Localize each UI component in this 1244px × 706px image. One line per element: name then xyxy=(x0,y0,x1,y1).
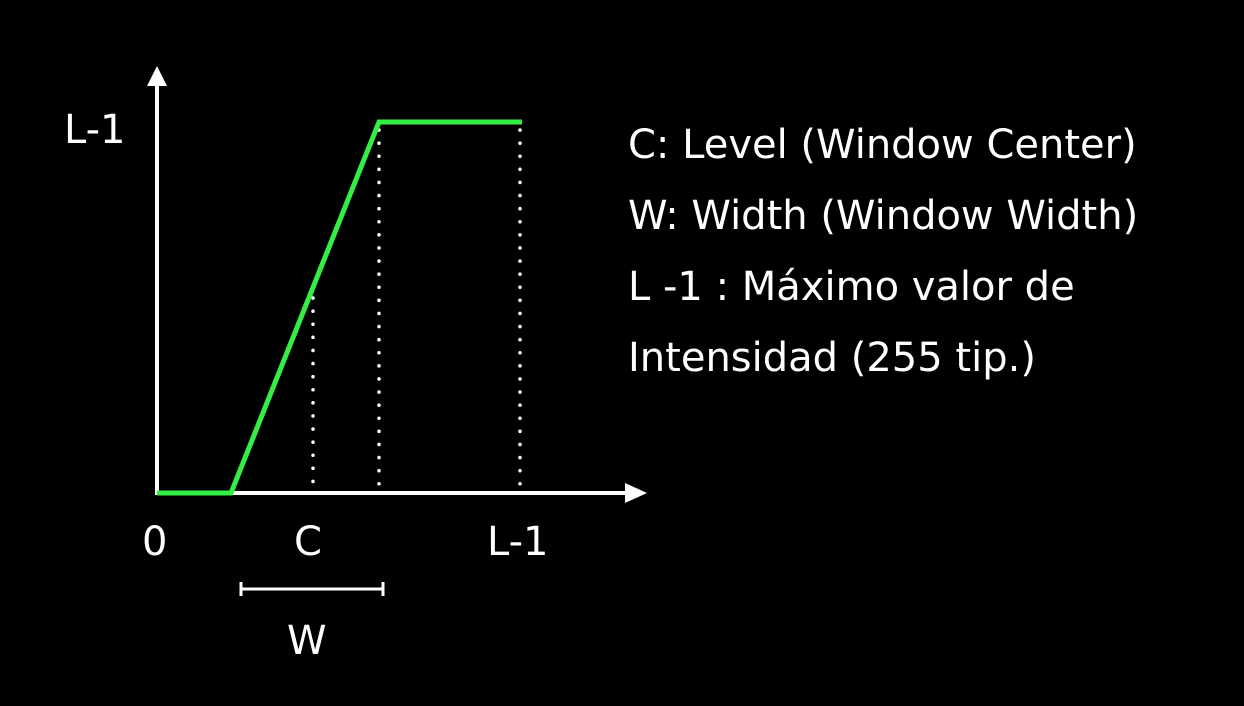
legend-level: C: Level (Window Center) xyxy=(628,122,1137,168)
legend-max-value: L -1 : Máximo valor de xyxy=(628,264,1075,310)
legend-width: W: Width (Window Width) xyxy=(628,193,1139,239)
x-max-label: L-1 xyxy=(487,519,548,565)
x-axis-arrowhead xyxy=(625,483,647,503)
legend-max-value-cont: Intensidad (255 tip.) xyxy=(628,335,1036,381)
x-center-label: C xyxy=(294,519,322,565)
y-max-label: L-1 xyxy=(64,107,125,153)
y-axis-arrowhead xyxy=(147,66,167,86)
transfer-curve xyxy=(157,119,522,496)
legend: C: Level (Window Center) W: Width (Windo… xyxy=(628,110,1238,394)
x-origin-label: 0 xyxy=(142,519,167,565)
width-label: W xyxy=(287,618,327,664)
